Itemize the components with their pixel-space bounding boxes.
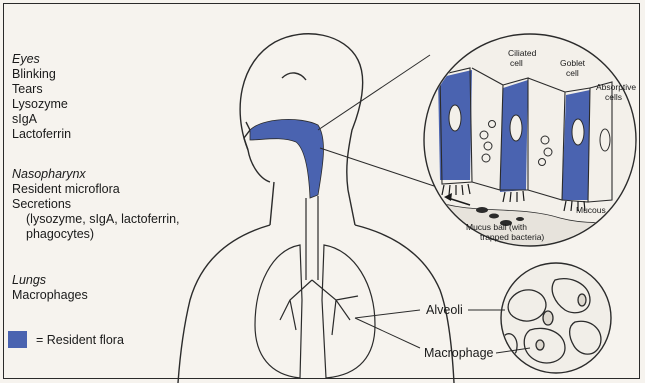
neck-back [348,190,355,225]
ciliated-cell-3 [562,90,590,200]
label-absorptive-cells-1: Absorptive [596,82,636,92]
label-mucus-ball-1: Mucus ball (with [466,222,527,232]
alveoli-magnified-view [500,263,611,373]
right-lung [322,245,375,378]
human-silhouette [178,34,454,383]
label-absorptive-cells-2: cells [605,92,622,102]
epithelium-magnified-view [420,34,640,260]
label-goblet-cell-2: cell [566,68,579,78]
lungs-illustration [255,245,375,378]
label-goblet-cell-1: Goblet [560,58,586,68]
face-profile [244,122,250,150]
label-macrophage: Macrophage [424,346,494,360]
chin-outline [248,150,270,182]
label-mucous: Mucous [576,205,606,215]
neck-front [270,182,274,225]
label-alveoli: Alveoli [426,303,463,317]
nasopharynx-flora-region [250,119,323,198]
label-mucus-ball-2: trapped bacteria) [480,232,544,242]
label-ciliated-cell-2: cell [510,58,523,68]
ear-outline [282,73,306,80]
magnification-lines [318,55,440,348]
trachea [306,196,318,280]
left-lung [255,245,302,378]
label-ciliated-cell-1: Ciliated [508,48,537,58]
bronchi [280,280,358,335]
